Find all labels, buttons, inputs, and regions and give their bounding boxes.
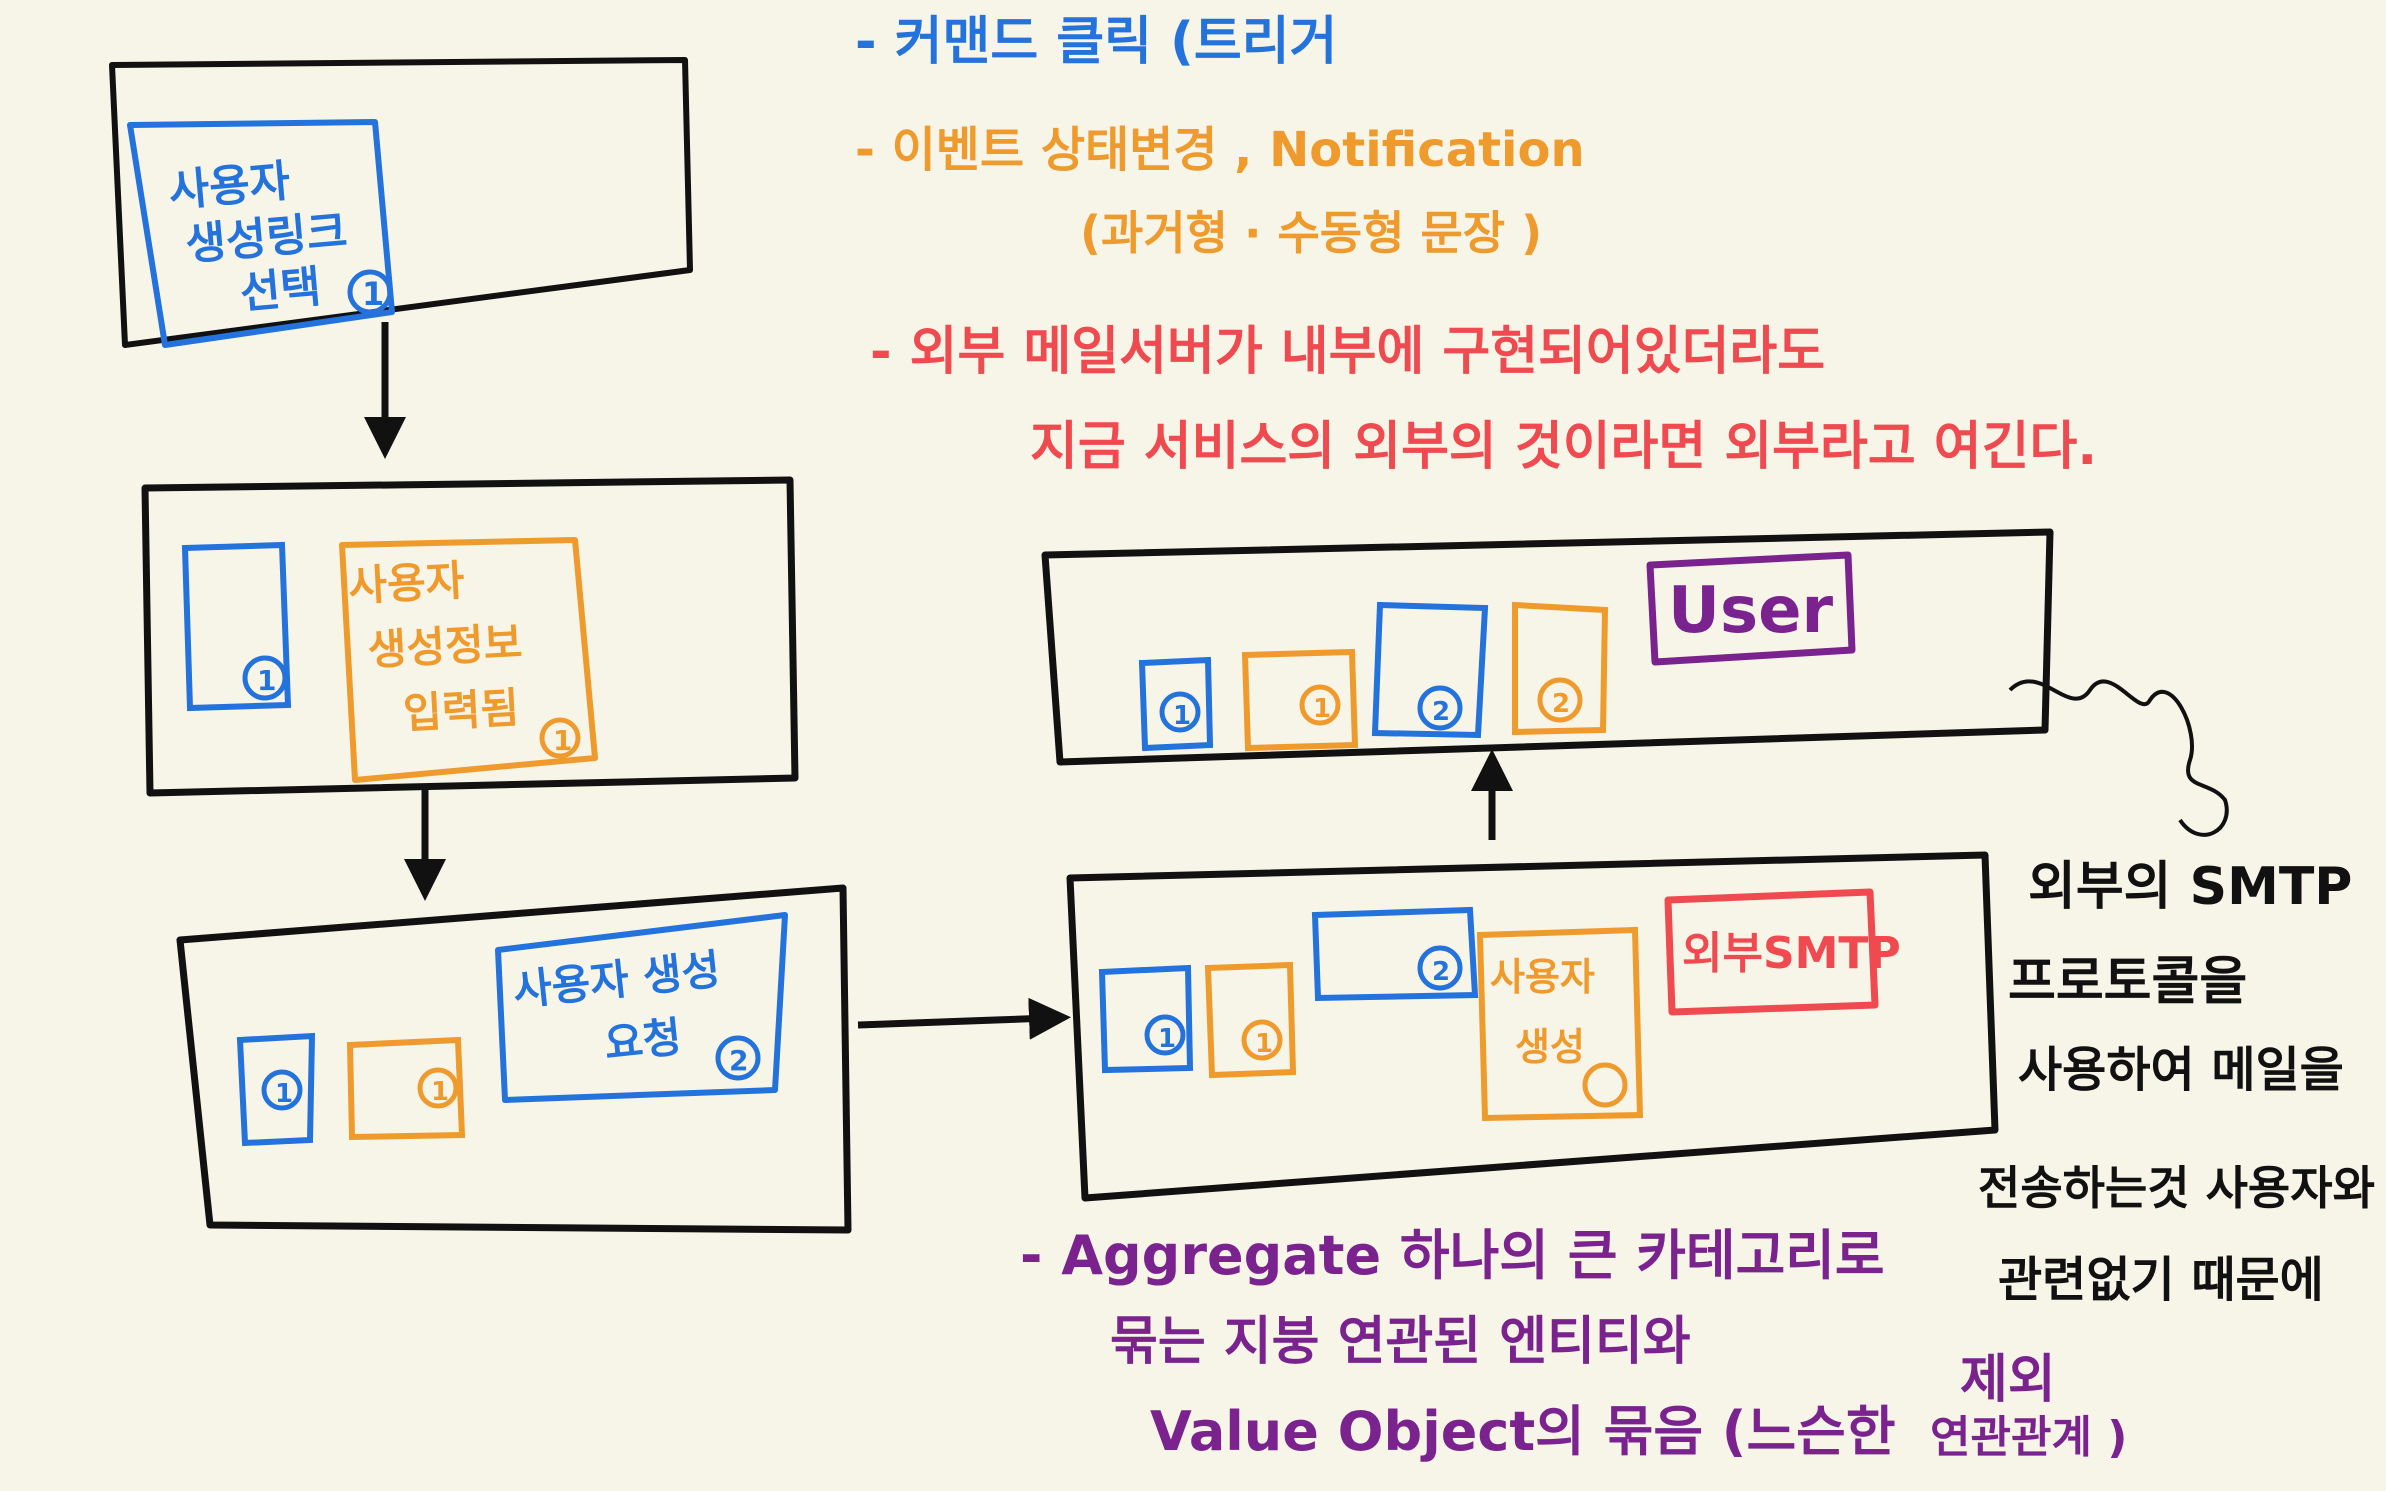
svg-text:1: 1 — [1313, 694, 1331, 724]
frame-1 — [109, 57, 693, 348]
svg-text:사용자 생성정보 입력됨: 사용자 생성정보 입력됨 — [347, 552, 541, 740]
sticky-command-small-2: 1 — [236, 1032, 316, 1147]
side-note-line1: 외부의 SMTP — [2028, 857, 2353, 917]
side-note-line3: 사용하여 메일을 — [2018, 1042, 2344, 1098]
legend-event-line2: (과거형 · 수동형 문장 ) — [1080, 206, 1543, 260]
svg-text:1: 1 — [1158, 1024, 1176, 1054]
sticky-create-user-request: 사용자 생성 요청 2 — [495, 912, 788, 1103]
sticky-user-aggregate: User — [1646, 551, 1856, 666]
sticky-event-small-4: 2 — [1512, 601, 1609, 736]
side-note-line5: 관련없기 때문에 — [1998, 1252, 2324, 1308]
arrow-right — [857, 997, 1071, 1040]
svg-text:사용자 생성: 사용자 생성 — [1490, 955, 1608, 1069]
svg-text:1: 1 — [1255, 1029, 1273, 1059]
sticky-command-small-4: 2 — [1311, 906, 1479, 1002]
sticky-event-small: 1 — [346, 1036, 466, 1141]
svg-text:1: 1 — [257, 664, 276, 697]
svg-text:사용자 생성 요청: 사용자 생성 요청 — [511, 943, 744, 1078]
svg-text:2: 2 — [1552, 689, 1570, 719]
sticky-event-small-2: 1 — [1204, 961, 1297, 1079]
svg-text:2: 2 — [1432, 697, 1450, 727]
svg-text:2: 2 — [729, 1044, 748, 1077]
sticky-user-created: 사용자 생성 — [1476, 926, 1644, 1122]
svg-text:1: 1 — [553, 724, 572, 757]
svg-text:2: 2 — [1432, 957, 1450, 987]
sticky-command-small-5: 1 — [1138, 656, 1214, 752]
sticky-label: User — [1668, 574, 1833, 648]
svg-text:1: 1 — [1173, 701, 1191, 731]
frame-2 — [141, 476, 799, 797]
frame-4 — [1066, 851, 1999, 1202]
legend-aggregate-extra2: 연관관계 ) — [1930, 1412, 2128, 1463]
sticky-command-small-6: 2 — [1371, 601, 1489, 739]
sticky-signup-info-entered: 사용자 생성정보 입력됨 1 — [339, 537, 598, 783]
badge-number: 1 — [362, 275, 384, 313]
legend-aggregate-line1: - Aggregate 하나의 큰 카테고리로 — [1020, 1224, 1885, 1287]
frame-5 — [1041, 528, 2054, 766]
frame-3 — [176, 884, 852, 1234]
legend-external-line2: 지금 서비스의 외부의 것이라면 외부라고 여긴다. — [1030, 417, 2098, 477]
badge-1-icon: 1 — [347, 269, 393, 315]
sticky-label: 사용자 생성 — [511, 945, 723, 1015]
side-note-line4: 전송하는것 사용자와 — [1978, 1161, 2375, 1215]
sticky-external-smtp: 외부SMTP — [1664, 888, 1901, 1016]
sticky-event-small-3: 1 — [1241, 648, 1359, 752]
legend-command: - 커맨드 클릭 (트리거 — [855, 12, 1338, 72]
squiggle-connector — [2008, 679, 2229, 837]
legend-aggregate-line2: 묶는 지붕 연관된 엔티티와 — [1110, 1312, 1691, 1372]
legend-aggregate-extra1: 제외 — [1960, 1350, 2056, 1410]
svg-text:사용자 생성링크 선택: 사용자 생성링크 선택 — [167, 150, 369, 325]
sticky-command-small-3: 1 — [1098, 964, 1194, 1074]
sticky-label: 사용자 — [167, 156, 292, 217]
sticky-label: 사용자 — [347, 556, 466, 611]
sticky-command-small: 1 — [181, 541, 292, 712]
svg-text:1: 1 — [275, 1079, 293, 1109]
side-note-line2: 프로토콜을 — [2008, 952, 2248, 1012]
sticky-label: 외부SMTP — [1682, 928, 1901, 979]
legend-external-line1: - 외부 메일서버가 내부에 구현되어있더라도 — [870, 322, 1826, 382]
svg-text:1: 1 — [431, 1077, 449, 1107]
legend-event-line1: - 이벤트 상태변경 , Notification — [855, 122, 1585, 178]
sticky-select-signup-link: 사용자 생성링크 선택 1 — [127, 119, 395, 348]
sticky-label: 사용자 — [1490, 955, 1595, 999]
legend-aggregate-line3: Value Object의 묶음 (느슨한 — [1150, 1400, 1896, 1463]
